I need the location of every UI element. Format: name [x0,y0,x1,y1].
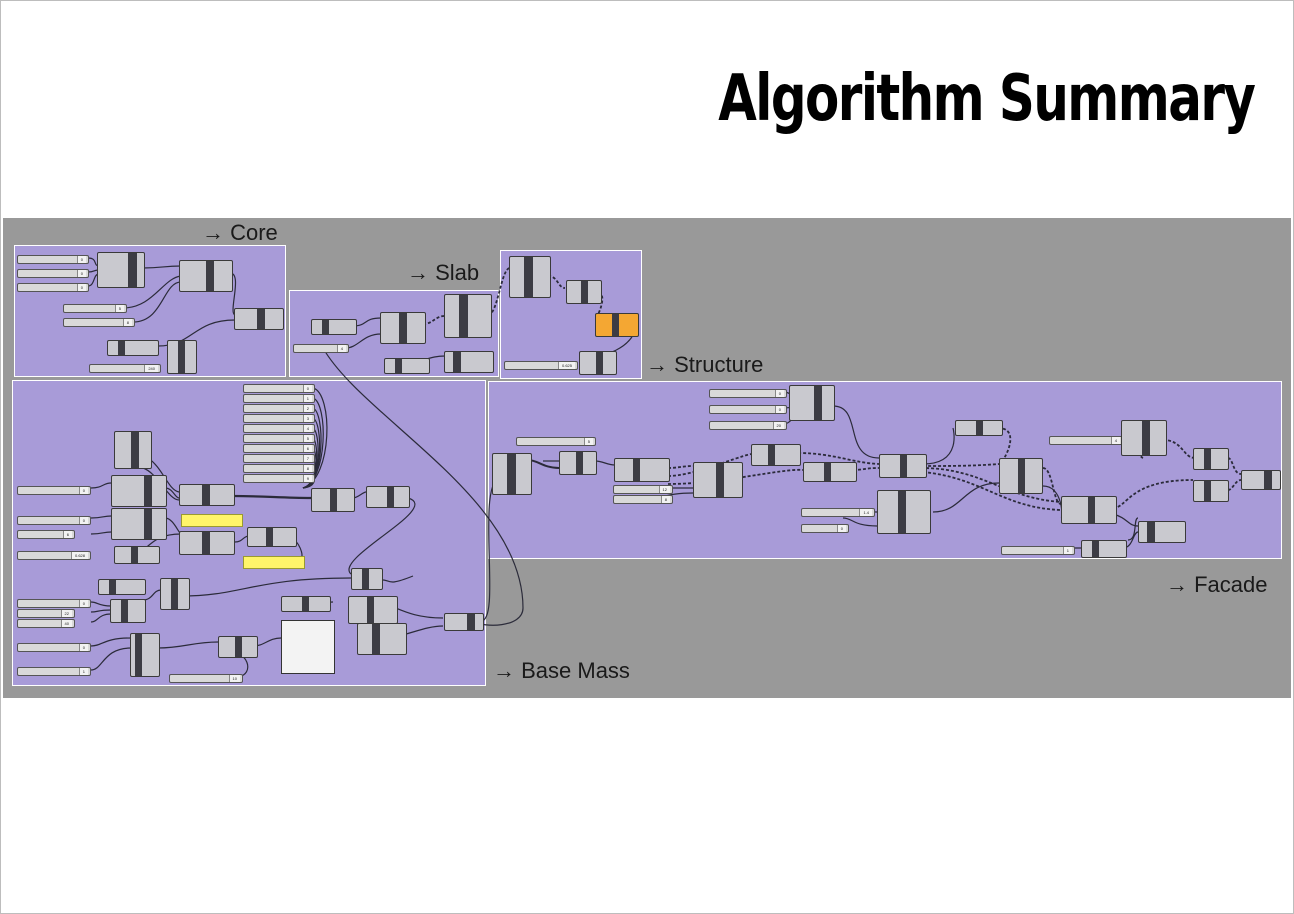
number-slider[interactable]: 0 [709,405,787,414]
unit-z-component[interactable] [311,319,357,335]
scale-component[interactable] [348,596,398,624]
number-slider[interactable]: 6 [17,530,75,539]
unit-x-component[interactable] [98,579,146,595]
scale-component[interactable] [1061,496,1117,524]
number-slider[interactable]: 8 [243,464,315,473]
weave-component[interactable] [311,488,355,512]
list-item-component[interactable] [559,451,597,475]
number-slider[interactable]: 0 [17,283,89,292]
multiplication-component[interactable] [167,340,197,374]
rotate-component[interactable] [179,531,235,555]
construct-plane-component[interactable] [114,431,152,469]
construct-point-component[interactable] [789,385,835,421]
offset-surface-component[interactable] [1121,420,1167,456]
group-label-facade: → Facade [1166,572,1268,597]
number-slider[interactable]: 8 [613,495,673,504]
pipe-component[interactable] [579,351,617,375]
bounds-component[interactable] [955,420,1003,436]
loft-component[interactable] [444,613,484,631]
number-slider[interactable]: 6 [243,444,315,453]
number-slider[interactable]: 4 [1049,436,1123,445]
group-label-structure: → Structure [646,352,764,377]
range-component[interactable] [218,636,258,658]
number-slider[interactable]: 4 [243,424,315,433]
distance-component[interactable] [879,454,927,478]
number-slider[interactable]: 3 [243,414,315,423]
polygon-component[interactable] [111,475,167,507]
polyline-component[interactable] [366,486,410,508]
number-slider[interactable]: 1.4 [801,508,875,517]
grasshopper-canvas[interactable]: → Core → Slab → Structure → Facade → Bas… [3,218,1291,698]
cull-duplicates-component[interactable] [566,280,602,304]
divide-curve-component[interactable] [247,527,297,547]
construct-domain-component[interactable] [877,490,931,534]
number-slider[interactable]: 1 [243,394,315,403]
number-slider[interactable]: 12 [613,485,673,494]
deconstruct-brep-component[interactable] [492,453,532,495]
loft-component[interactable] [1241,470,1281,490]
unit-z-component[interactable] [107,340,159,356]
polygon-component[interactable] [179,260,233,292]
number-slider[interactable]: 10 [169,674,243,683]
multiplication-component[interactable] [160,578,190,610]
divide-curve-component[interactable] [179,484,235,506]
output-panel [181,514,243,527]
slide-title: Algorithm Summary [717,62,1256,136]
construct-point-component[interactable] [97,252,145,288]
unit-z-component[interactable] [1081,540,1127,558]
isotrim-component[interactable] [614,458,670,482]
remap-numbers-component[interactable] [999,458,1043,494]
boundary-surfaces-component[interactable] [444,294,492,338]
number-slider[interactable]: 0 [17,516,91,525]
number-slider[interactable]: 2 [243,404,315,413]
number-slider[interactable]: 0 [17,486,91,495]
area-component[interactable] [281,596,331,612]
unit-z-component[interactable] [384,358,430,374]
construct-domain-component[interactable] [130,633,160,677]
number-slider[interactable]: 40 [17,619,75,628]
number-slider[interactable]: 1 [17,667,91,676]
number-slider[interactable]: 0.625 [504,361,578,370]
polyline-component[interactable] [595,313,639,337]
number-slider[interactable]: 9 [243,474,315,483]
number-slider[interactable]: 7 [243,454,315,463]
number-slider[interactable]: 0 [801,524,849,533]
number-slider[interactable]: 0 [17,643,91,652]
polygon-component[interactable] [111,508,167,540]
contour-component[interactable] [380,312,426,344]
number-slider[interactable]: 5 [63,304,127,313]
divide-domain-component[interactable] [693,462,743,498]
flip-component[interactable] [1193,480,1229,502]
number-slider[interactable]: 0 [17,269,89,278]
extrude-component[interactable] [234,308,284,330]
radians-component[interactable] [114,546,160,564]
flip-component[interactable] [1193,448,1229,470]
surface-evaluate-component[interactable] [751,444,801,466]
number-slider[interactable]: 8 [63,318,135,327]
number-slider[interactable]: 0 [17,255,89,264]
group-label-core: → Core [202,220,278,245]
output-panel [243,556,305,569]
group-label-slab: → Slab [407,260,480,285]
number-slider[interactable]: 0 [709,389,787,398]
number-slider[interactable]: 5 [243,434,315,443]
extrude-component[interactable] [1138,521,1186,543]
number-slider[interactable]: 240 [89,364,161,373]
number-slider[interactable]: 20 [709,421,787,430]
number-slider[interactable]: 0 [17,599,91,608]
extrude-component[interactable] [444,351,494,373]
move-component[interactable] [351,568,383,590]
graph-mapper-remap[interactable] [357,623,407,655]
number-slider[interactable]: 4 [293,344,349,353]
curve-closest-component[interactable] [803,462,857,482]
number-slider[interactable]: 1 [1001,546,1075,555]
group-label-base-mass: → Base Mass [493,658,630,683]
deconstruct-brep-component[interactable] [509,256,551,298]
number-slider[interactable]: 5 [516,437,596,446]
series-component[interactable] [110,599,146,623]
number-slider[interactable]: 22 [17,609,75,618]
graph-mapper[interactable] [281,620,335,674]
number-slider[interactable]: 0.628 [17,551,91,560]
number-slider[interactable]: 0 [243,384,315,393]
